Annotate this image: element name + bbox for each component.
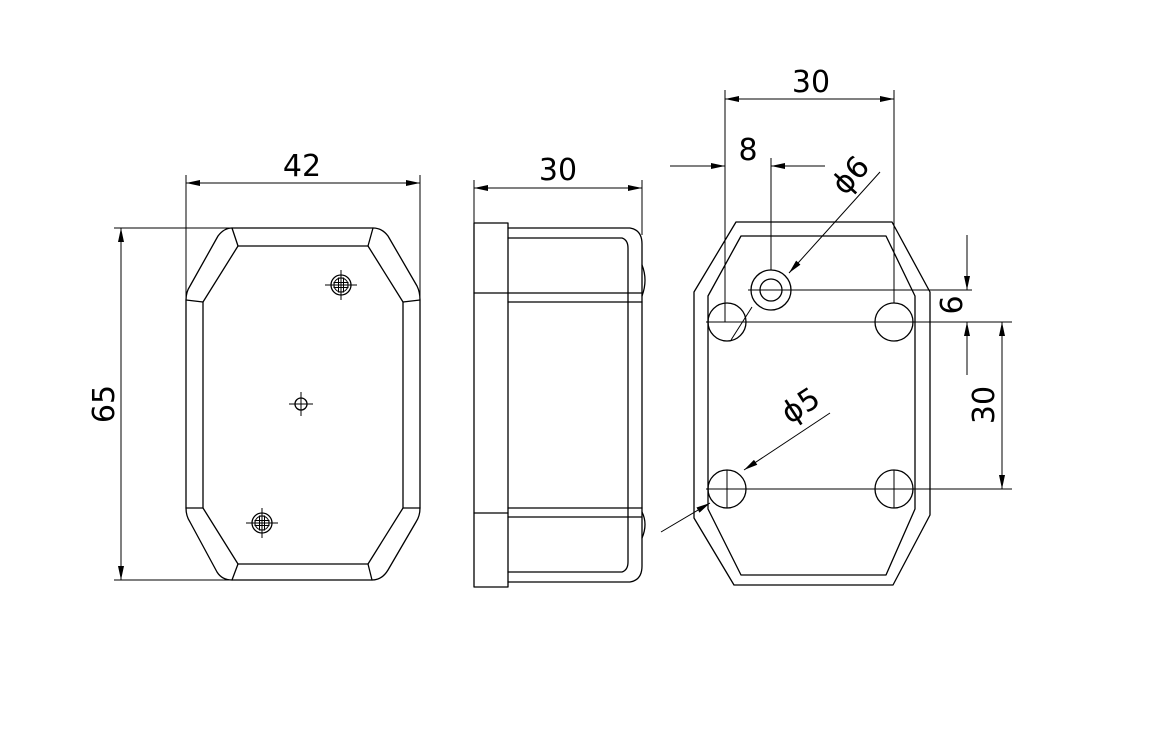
screw-top: [325, 270, 357, 300]
dim-side-depth: 30: [539, 153, 577, 188]
screw-bottom: [246, 508, 278, 538]
dim-front-width: 42: [283, 149, 321, 184]
dim-rear-mount-hole-dia: ϕ5: [775, 381, 827, 432]
dim-rear-hole-spacing-y: 30: [967, 386, 1002, 424]
front-view: 42 65: [87, 149, 421, 581]
side-flange: [473, 222, 509, 588]
rear-outer-outline: [693, 221, 931, 586]
side-view: 30: [473, 153, 646, 588]
dim-rear-center-offset: 6: [935, 295, 970, 314]
dim-front-height: 65: [87, 385, 122, 423]
dim-rear-center-hole-dia: ϕ6: [825, 149, 877, 201]
rear-inner-outline: [707, 235, 916, 576]
dim-rear-hole-spacing-x: 30: [792, 65, 830, 100]
rear-view: 30 8 ϕ6 6 30 ϕ5: [660, 65, 1012, 586]
dim-rear-offset: 8: [738, 133, 757, 168]
side-body: [507, 227, 643, 583]
center-hole: [289, 392, 313, 416]
front-inner-outline: [202, 245, 404, 565]
